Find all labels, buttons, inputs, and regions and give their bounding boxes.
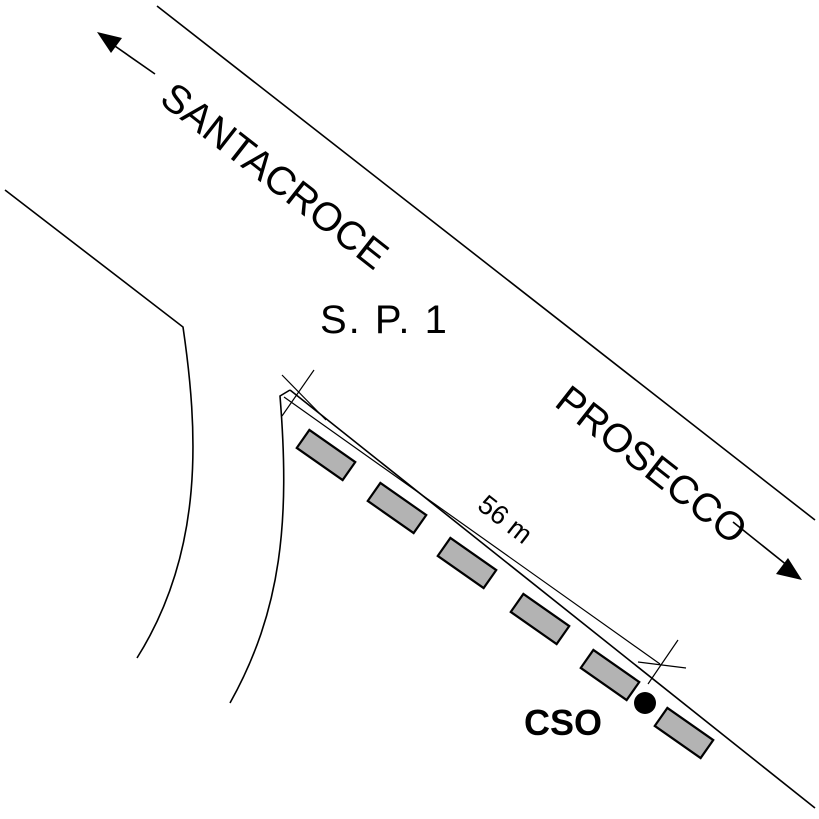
side-road-left-edge [4, 189, 194, 659]
parking-slabs [295, 428, 715, 760]
label-distance: 56 m [472, 489, 538, 550]
label-sp1: S. P. 1 [320, 298, 449, 342]
label-cso: CSO [524, 702, 602, 743]
parking-slab [366, 481, 428, 535]
arrow-santacroce [97, 32, 156, 75]
parking-slab [653, 706, 715, 760]
parking-slab [579, 648, 641, 702]
dimension-line [281, 369, 687, 685]
parking-slab [509, 592, 571, 646]
side-road-right-edge [229, 389, 291, 704]
main-road-lower-edge [289, 389, 816, 809]
arrow-prosecco [732, 521, 802, 580]
label-santacroce: SANTACROCE [152, 74, 396, 278]
parking-slab [295, 428, 357, 482]
label-prosecco: PROSECCO [547, 377, 754, 553]
cso-point-marker [634, 692, 656, 714]
parking-slab [436, 536, 498, 590]
main-road-upper-edge [156, 5, 816, 521]
